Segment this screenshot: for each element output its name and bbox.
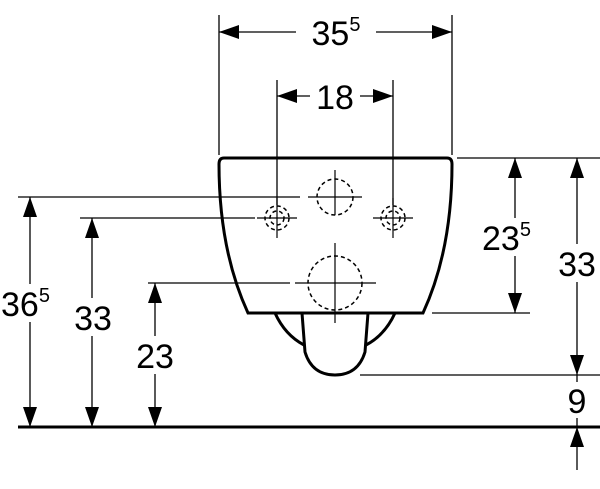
extension-lines [18, 15, 600, 376]
svg-text:23: 23 [136, 338, 174, 376]
svg-text:235: 235 [482, 219, 531, 258]
dimension-right-33: 33 [555, 158, 600, 375]
dimension-left-23: 23 [132, 283, 177, 427]
outlet-hole [295, 243, 376, 323]
hole-top-center [308, 170, 362, 216]
dimension-width: 355 [219, 14, 452, 53]
svg-text:33: 33 [558, 246, 596, 284]
svg-text:355: 355 [312, 14, 361, 53]
fixing-hole-right [373, 198, 413, 238]
dimension-fixing-spacing: 18 [277, 78, 393, 117]
fixing-hole-left [257, 198, 297, 238]
dimension-right-9: 9 [560, 375, 595, 470]
dimension-left-36-5: 365 [0, 197, 66, 427]
wc-bowl-outline [217, 156, 454, 377]
dimension-right-23-5: 235 [480, 158, 545, 313]
svg-text:365: 365 [1, 285, 50, 324]
svg-text:9: 9 [568, 383, 587, 421]
dimension-left-33: 33 [70, 218, 115, 427]
svg-text:18: 18 [316, 79, 354, 117]
svg-text:33: 33 [74, 300, 112, 338]
